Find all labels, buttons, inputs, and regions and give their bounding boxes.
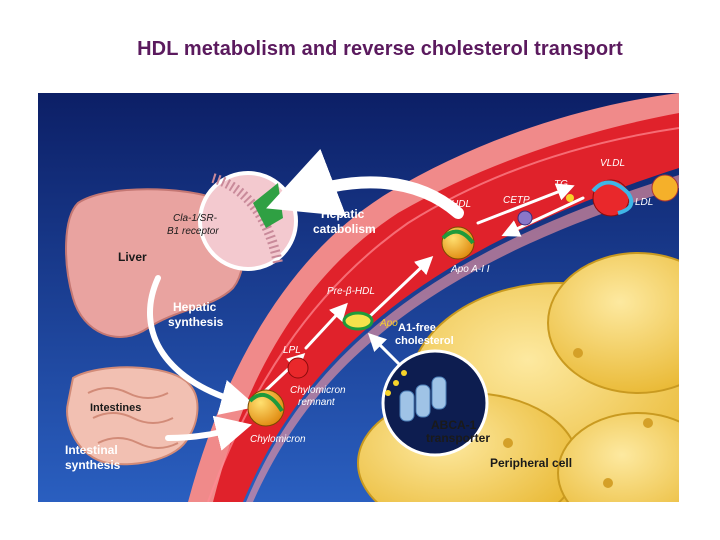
lpl-to-prebeta-arrow (304, 302, 348, 350)
chylomicron-label: Chylomicron (250, 434, 306, 445)
ldl-label: LDL (635, 197, 653, 208)
hepatic-synthesis-label-line2: synthesis (168, 315, 224, 329)
hdl-label: HDL (451, 199, 471, 210)
page-title: HDL metabolism and reverse cholesterol t… (137, 38, 623, 60)
a1-free-cholesterol-label-line2: cholesterol (395, 335, 454, 347)
lpl-label: LPL (283, 345, 301, 356)
vldl-label: VLDL (600, 158, 625, 169)
hepatic-catabolism-arrow (266, 148, 464, 219)
abca1-label-line1: ABCA-1 (431, 418, 477, 432)
chylomicron-remnant-label-line2: remnant (298, 397, 336, 408)
peripheral-cell-label: Peripheral cell (490, 456, 572, 470)
chylomicron-particle (247, 389, 285, 427)
liver-label: Liver (118, 250, 147, 264)
cetp-label: CETP (503, 195, 530, 206)
apo-a-ii-label: Apo A-I I (450, 264, 490, 275)
hepatic-catabolism-label-line1: Hepatic (321, 207, 365, 221)
hepatic-synthesis-arrow (147, 275, 257, 415)
cetp-to-hdl-arrow (501, 196, 585, 237)
hdl-metabolism-diagram: Liver Cla-1/SR- B1 receptor Intestines H… (38, 93, 679, 502)
abca1-label-line2: transporter (426, 431, 490, 445)
tg-molecule (566, 194, 574, 202)
intestines-label: Intestines (90, 402, 141, 414)
hdl-particle (441, 226, 475, 260)
intestinal-synthesis-label-line2: synthesis (65, 458, 121, 472)
apo-label: Apo (379, 318, 398, 329)
abca1-magnifier (381, 349, 489, 457)
vldl-particle (591, 179, 634, 217)
ldl-particle (651, 174, 679, 202)
intestinal-synthesis-arrow (165, 415, 252, 451)
hepatic-synthesis-label-line1: Hepatic (173, 300, 217, 314)
pre-beta-hdl-label: Pre-β-HDL (327, 286, 375, 297)
prebeta-to-hdl-arrow (366, 256, 434, 320)
chylomicron-remnant-label-line1: Chylomicron (290, 385, 346, 396)
tg-label: TG (554, 179, 568, 190)
a1-free-cholesterol-label-line1: A1-free (398, 322, 436, 334)
hdl-to-tg-arrow (476, 183, 575, 225)
chylomicron-remnant-particle (287, 357, 309, 379)
cetp-particle (517, 210, 533, 226)
receptor-label-line1: Cla-1/SR- (173, 213, 218, 224)
receptor-label-line2: B1 receptor (167, 226, 219, 237)
prebeta-hdl-particle (342, 311, 374, 331)
hepatic-catabolism-label-line2: catabolism (313, 222, 376, 236)
intestinal-synthesis-label-line1: Intestinal (65, 443, 118, 457)
flow-arrows (147, 148, 585, 451)
